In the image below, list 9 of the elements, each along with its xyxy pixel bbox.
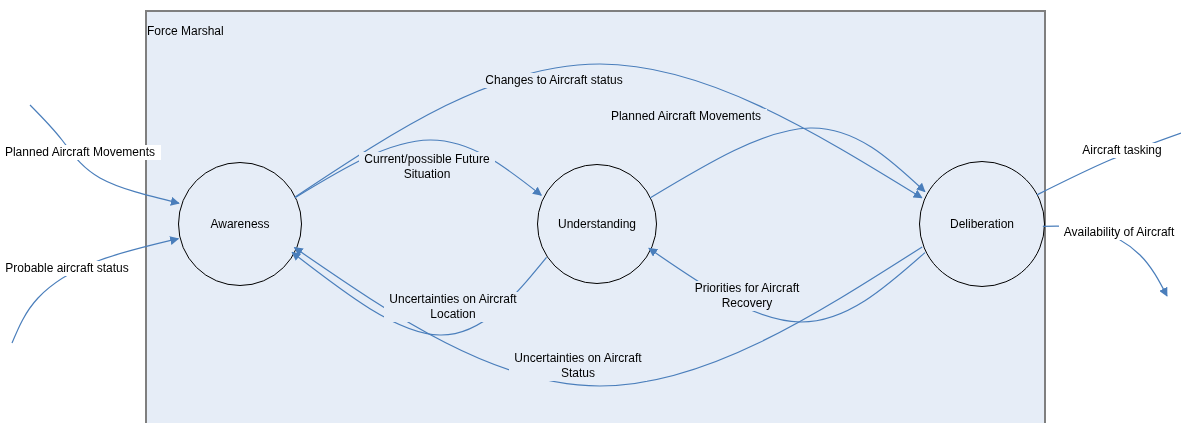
arrow bbox=[294, 63, 923, 199]
edge-label: Uncertainties on Aircraft Status bbox=[509, 351, 647, 381]
state-label: Understanding bbox=[557, 217, 637, 231]
arrow bbox=[649, 127, 926, 199]
boundary-title: Force Marshal bbox=[147, 24, 224, 38]
state-label: Awareness bbox=[210, 217, 270, 231]
arrow bbox=[29, 104, 180, 206]
arrow bbox=[293, 246, 923, 387]
state-label: Deliberation bbox=[949, 217, 1014, 231]
